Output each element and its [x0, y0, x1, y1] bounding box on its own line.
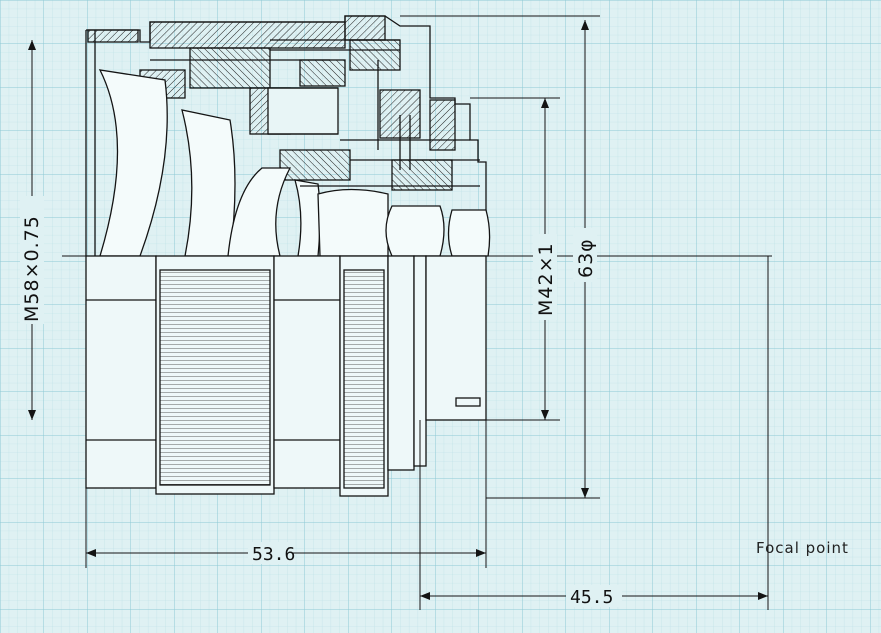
- front-ring-hatched: [87, 29, 139, 43]
- outer-diameter-label: 63φ: [575, 238, 597, 278]
- flange-distance-label: 45.5: [570, 587, 613, 608]
- front-mount-label: M58×0.75: [21, 215, 43, 322]
- front-barrel: [85, 255, 157, 489]
- rear-mount-label: M42×1: [535, 242, 557, 316]
- scale-ring: [273, 255, 341, 489]
- lens-section-upper: [85, 15, 491, 257]
- focal-point-label: Focal point: [756, 539, 849, 557]
- lens-element-7: [447, 209, 491, 257]
- stop-down-pin: [455, 397, 481, 407]
- focus-ring-hatched: [149, 21, 346, 49]
- lens-element-3: [227, 167, 292, 257]
- rear-mount: [425, 255, 487, 421]
- lens-element-6: [385, 205, 445, 257]
- lens-element-5: [317, 188, 389, 257]
- length-label: 53.6: [252, 544, 295, 565]
- lens-exterior-lower: [85, 255, 487, 497]
